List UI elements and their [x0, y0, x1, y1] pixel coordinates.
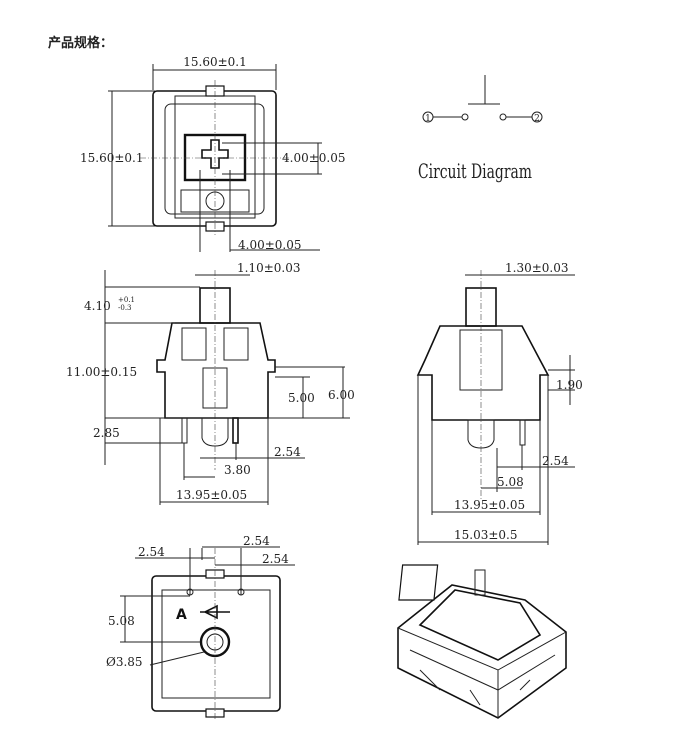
front-stem-width-label: 1.30±0.03 [505, 261, 569, 275]
bottom-pitch-left-label: 2.54 [138, 545, 165, 559]
front-width-label: 13.95±0.05 [454, 498, 525, 512]
top-view: 15.60±0.1 15.60±0.1 4.00±0.05 4.00±0.05 [80, 55, 346, 252]
front-view: 1.30±0.03 1.90 2.54 5.08 13.95±0.05 15.0… [416, 261, 583, 545]
front-pitch-label: 2.54 [542, 454, 569, 468]
switch-3d-render [397, 564, 567, 719]
pin-length-label: 2.85 [93, 426, 120, 440]
bottom-view: A 2.54 2.54 2.54 5.08 Ø3.85 [106, 534, 295, 720]
clip-label: 1.90 [556, 378, 583, 392]
stem-cross-label: 4.00±0.05 [282, 151, 346, 165]
top-height-label: 15.60±0.1 [80, 151, 144, 165]
circuit-diagram: 1 2 Circuit Diagram [418, 75, 543, 183]
bottom-vertical-label: 5.08 [108, 614, 135, 628]
side-width-label: 13.95±0.05 [176, 488, 247, 502]
stem-tol-minus: -0.3 [118, 304, 132, 312]
height-6-label: 6.00 [328, 388, 355, 402]
circuit-diagram-title: Circuit Diagram [418, 159, 532, 183]
stem-height-label: 4.10 [84, 299, 111, 313]
terminal-1: 1 [425, 114, 431, 124]
hole-diameter-label: Ø3.85 [106, 655, 143, 669]
stem-tol-plus: +0.1 [118, 296, 135, 304]
top-width-label: 15.60±0.1 [183, 55, 247, 69]
spec-heading: 产品规格： [48, 36, 114, 51]
side-stem-width-label: 1.10±0.03 [237, 261, 301, 275]
pitch-label: 2.54 [274, 445, 301, 459]
terminal-2: 2 [534, 114, 540, 124]
bottom-pitch-right-label: 2.54 [262, 552, 289, 566]
stem-offset-label: 4.00±0.05 [238, 238, 302, 252]
front-spacing-label: 5.08 [497, 475, 524, 489]
body-height-label: 11.00±0.15 [66, 365, 137, 379]
side-view: 1.10±0.03 4.10 +0.1 -0.3 11.00±0.15 5.00… [66, 261, 355, 505]
bottom-pitch-top-label: 2.54 [243, 534, 270, 548]
spacing-label: 3.80 [224, 463, 251, 477]
anode-marker: A [176, 607, 187, 623]
height-5-label: 5.00 [288, 391, 315, 405]
front-outer-width-label: 15.03±0.5 [454, 528, 518, 542]
